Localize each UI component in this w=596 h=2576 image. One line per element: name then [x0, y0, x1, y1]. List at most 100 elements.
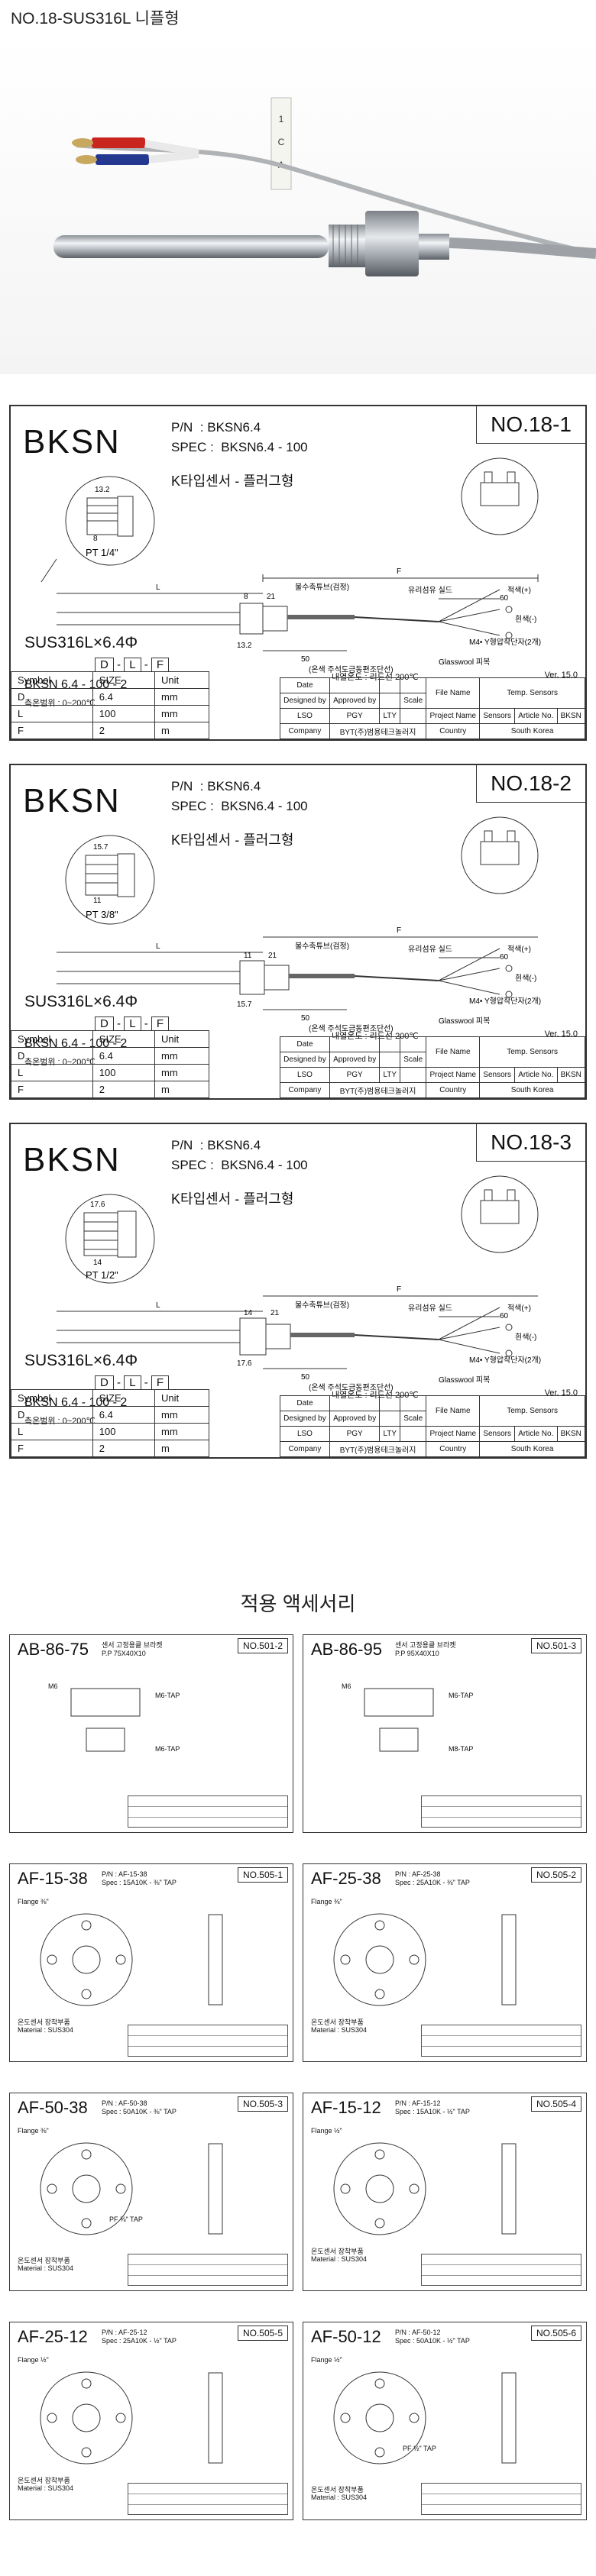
dim-a4: 15.7	[93, 843, 109, 852]
spec-label: SPEC : BKSN6.4 - 100	[171, 799, 308, 813]
bracket-top-view	[70, 1688, 141, 1717]
bolt-hole	[374, 2378, 385, 2389]
accessory-label: Material : SUS304	[18, 2484, 74, 2492]
brand-logo: BKSN	[23, 1141, 121, 1178]
accessory-label: Flange ⅜"	[18, 2127, 49, 2135]
white-braid-2	[148, 150, 199, 163]
flange-side-view	[208, 1914, 223, 2006]
accessory-label: M6-TAP	[155, 1692, 180, 1699]
lead-wire	[76, 143, 581, 253]
tag-shape	[270, 97, 292, 190]
flange-side-view	[208, 2143, 223, 2235]
code-boxes: D - L - F	[95, 1017, 170, 1031]
bolt-hole	[374, 2447, 385, 2458]
braid-label: 유리섬유 실드	[408, 586, 452, 595]
drawing-number: NO.18-1	[476, 406, 585, 444]
mini-title-block	[128, 2254, 288, 2286]
dim-a1: 14	[244, 1309, 253, 1317]
dim-a4: 17.6	[90, 1201, 105, 1209]
bolt-hole	[115, 2413, 126, 2423]
dim-60: 60	[500, 594, 509, 603]
accessory-name: AB-86-95	[311, 1640, 382, 1659]
accessory-number: NO.505-5	[237, 2326, 288, 2341]
accessory-name: AF-50-12	[311, 2327, 381, 2346]
flange-outline	[333, 1913, 426, 2006]
heat-shrink-label: 불수축튜브(검정)	[295, 942, 349, 951]
accessory-number: NO.505-3	[237, 2096, 288, 2112]
flange-side-view	[501, 1914, 517, 2006]
terminal-icon	[72, 138, 93, 147]
accessory-desc: 센서 고정용클 브라켓 P.P 75X40X10	[102, 1641, 163, 1657]
accessory-label: 온도센서 장착부품	[311, 2018, 364, 2026]
accessory-card: AB-86-75 NO.501-2 센서 고정용클 브라켓 P.P 75X40X10…	[9, 1634, 293, 1833]
accessory-label: Material : SUS304	[311, 2494, 368, 2501]
red-wire	[92, 137, 145, 148]
material-label: SUS316L×6.4Φ	[24, 634, 138, 651]
page-title: NO.18-SUS316L 니플형	[11, 10, 180, 27]
accessory-label: M8-TAP	[449, 1745, 474, 1753]
bolt-hole	[115, 1954, 126, 1965]
white-wire-label: 흰색(-)	[515, 1333, 536, 1342]
mini-title-block	[421, 1795, 581, 1828]
pn-label: P/N : BKSN6.4	[171, 420, 261, 435]
technical-drawing: 60 F L 50 11 21 15.7 15.7 11 PT 3/8" 불수축…	[57, 816, 541, 1033]
dim-l: L	[156, 583, 160, 592]
red-wire-label: 적색(+)	[507, 586, 531, 595]
bolt-hole	[374, 1920, 385, 1931]
material-label: SUS316L×6.4Φ	[24, 1352, 138, 1369]
accessory-drawing	[333, 2142, 517, 2235]
red-wire-label: 적색(+)	[507, 1304, 531, 1313]
bracket-side-view	[379, 1728, 419, 1752]
technical-drawing: 60 F L 50 14 21 17.6 17.6 14 PT 1/2" 불수축…	[57, 1175, 541, 1392]
bolt-hole	[340, 2413, 351, 2423]
braided-cable	[449, 238, 596, 259]
bolt-hole	[81, 1920, 92, 1931]
accessory-drawing	[40, 2142, 223, 2235]
heat-shrink-label: 불수축튜브(검정)	[295, 1301, 349, 1310]
terminal-label: M4• Y형압착단자(2개)	[469, 1355, 541, 1365]
accessory-drawing	[70, 1688, 141, 1752]
accessory-label: 온도센서 장착부품	[18, 2018, 70, 2026]
thread-section	[329, 225, 365, 267]
accessory-label: Material : SUS304	[311, 2026, 368, 2034]
bolt-hole	[81, 2447, 92, 2458]
brand-logo: BKSN	[23, 423, 121, 461]
accessory-number: NO.505-4	[530, 2096, 581, 2112]
accessory-label: Material : SUS304	[311, 2255, 368, 2263]
detail-circle	[65, 476, 155, 566]
white-wire-label: 흰색(-)	[515, 615, 536, 624]
flange-outline	[40, 2371, 133, 2464]
accessory-name: AB-86-75	[18, 1640, 89, 1659]
mini-title-block	[128, 2025, 288, 2057]
mini-title-block	[421, 2254, 581, 2286]
accessory-label: Flange ⅜"	[18, 1898, 49, 1905]
blue-wire	[96, 154, 149, 165]
wire-desc-label: (온색 주석도금동편조단선)	[309, 1383, 394, 1392]
accessory-label: 온도센서 장착부품	[18, 2257, 70, 2264]
glasswool-label: Glasswool 피복	[439, 1375, 490, 1385]
flange-side-view	[208, 2372, 223, 2464]
hex-nut	[365, 211, 419, 276]
braid-label: 유리섬유 실드	[408, 945, 452, 954]
dim-60: 60	[500, 1312, 509, 1320]
bolt-hole	[340, 2183, 351, 2194]
accessory-label: Material : SUS304	[18, 2264, 74, 2272]
dim-l: L	[156, 942, 160, 951]
accessory-number: NO.501-2	[237, 1638, 288, 1653]
accessory-desc: P/N : AF-15-12 Spec : 15A10K - ½" TAP	[395, 2099, 470, 2115]
dim-a2: 21	[270, 1309, 280, 1317]
spec-label: SPEC : BKSN6.4 - 100	[171, 1158, 308, 1172]
tag-text-2: C	[278, 137, 285, 147]
accessory-name: AF-25-12	[18, 2327, 88, 2346]
sensor-photo-illustration: 1 C A	[53, 97, 596, 276]
mini-title-block	[128, 1795, 288, 1828]
accessory-desc: P/N : AF-25-38 Spec : 25A10K - ⅜" TAP	[395, 1870, 470, 1886]
accessory-drawing	[333, 2371, 517, 2464]
